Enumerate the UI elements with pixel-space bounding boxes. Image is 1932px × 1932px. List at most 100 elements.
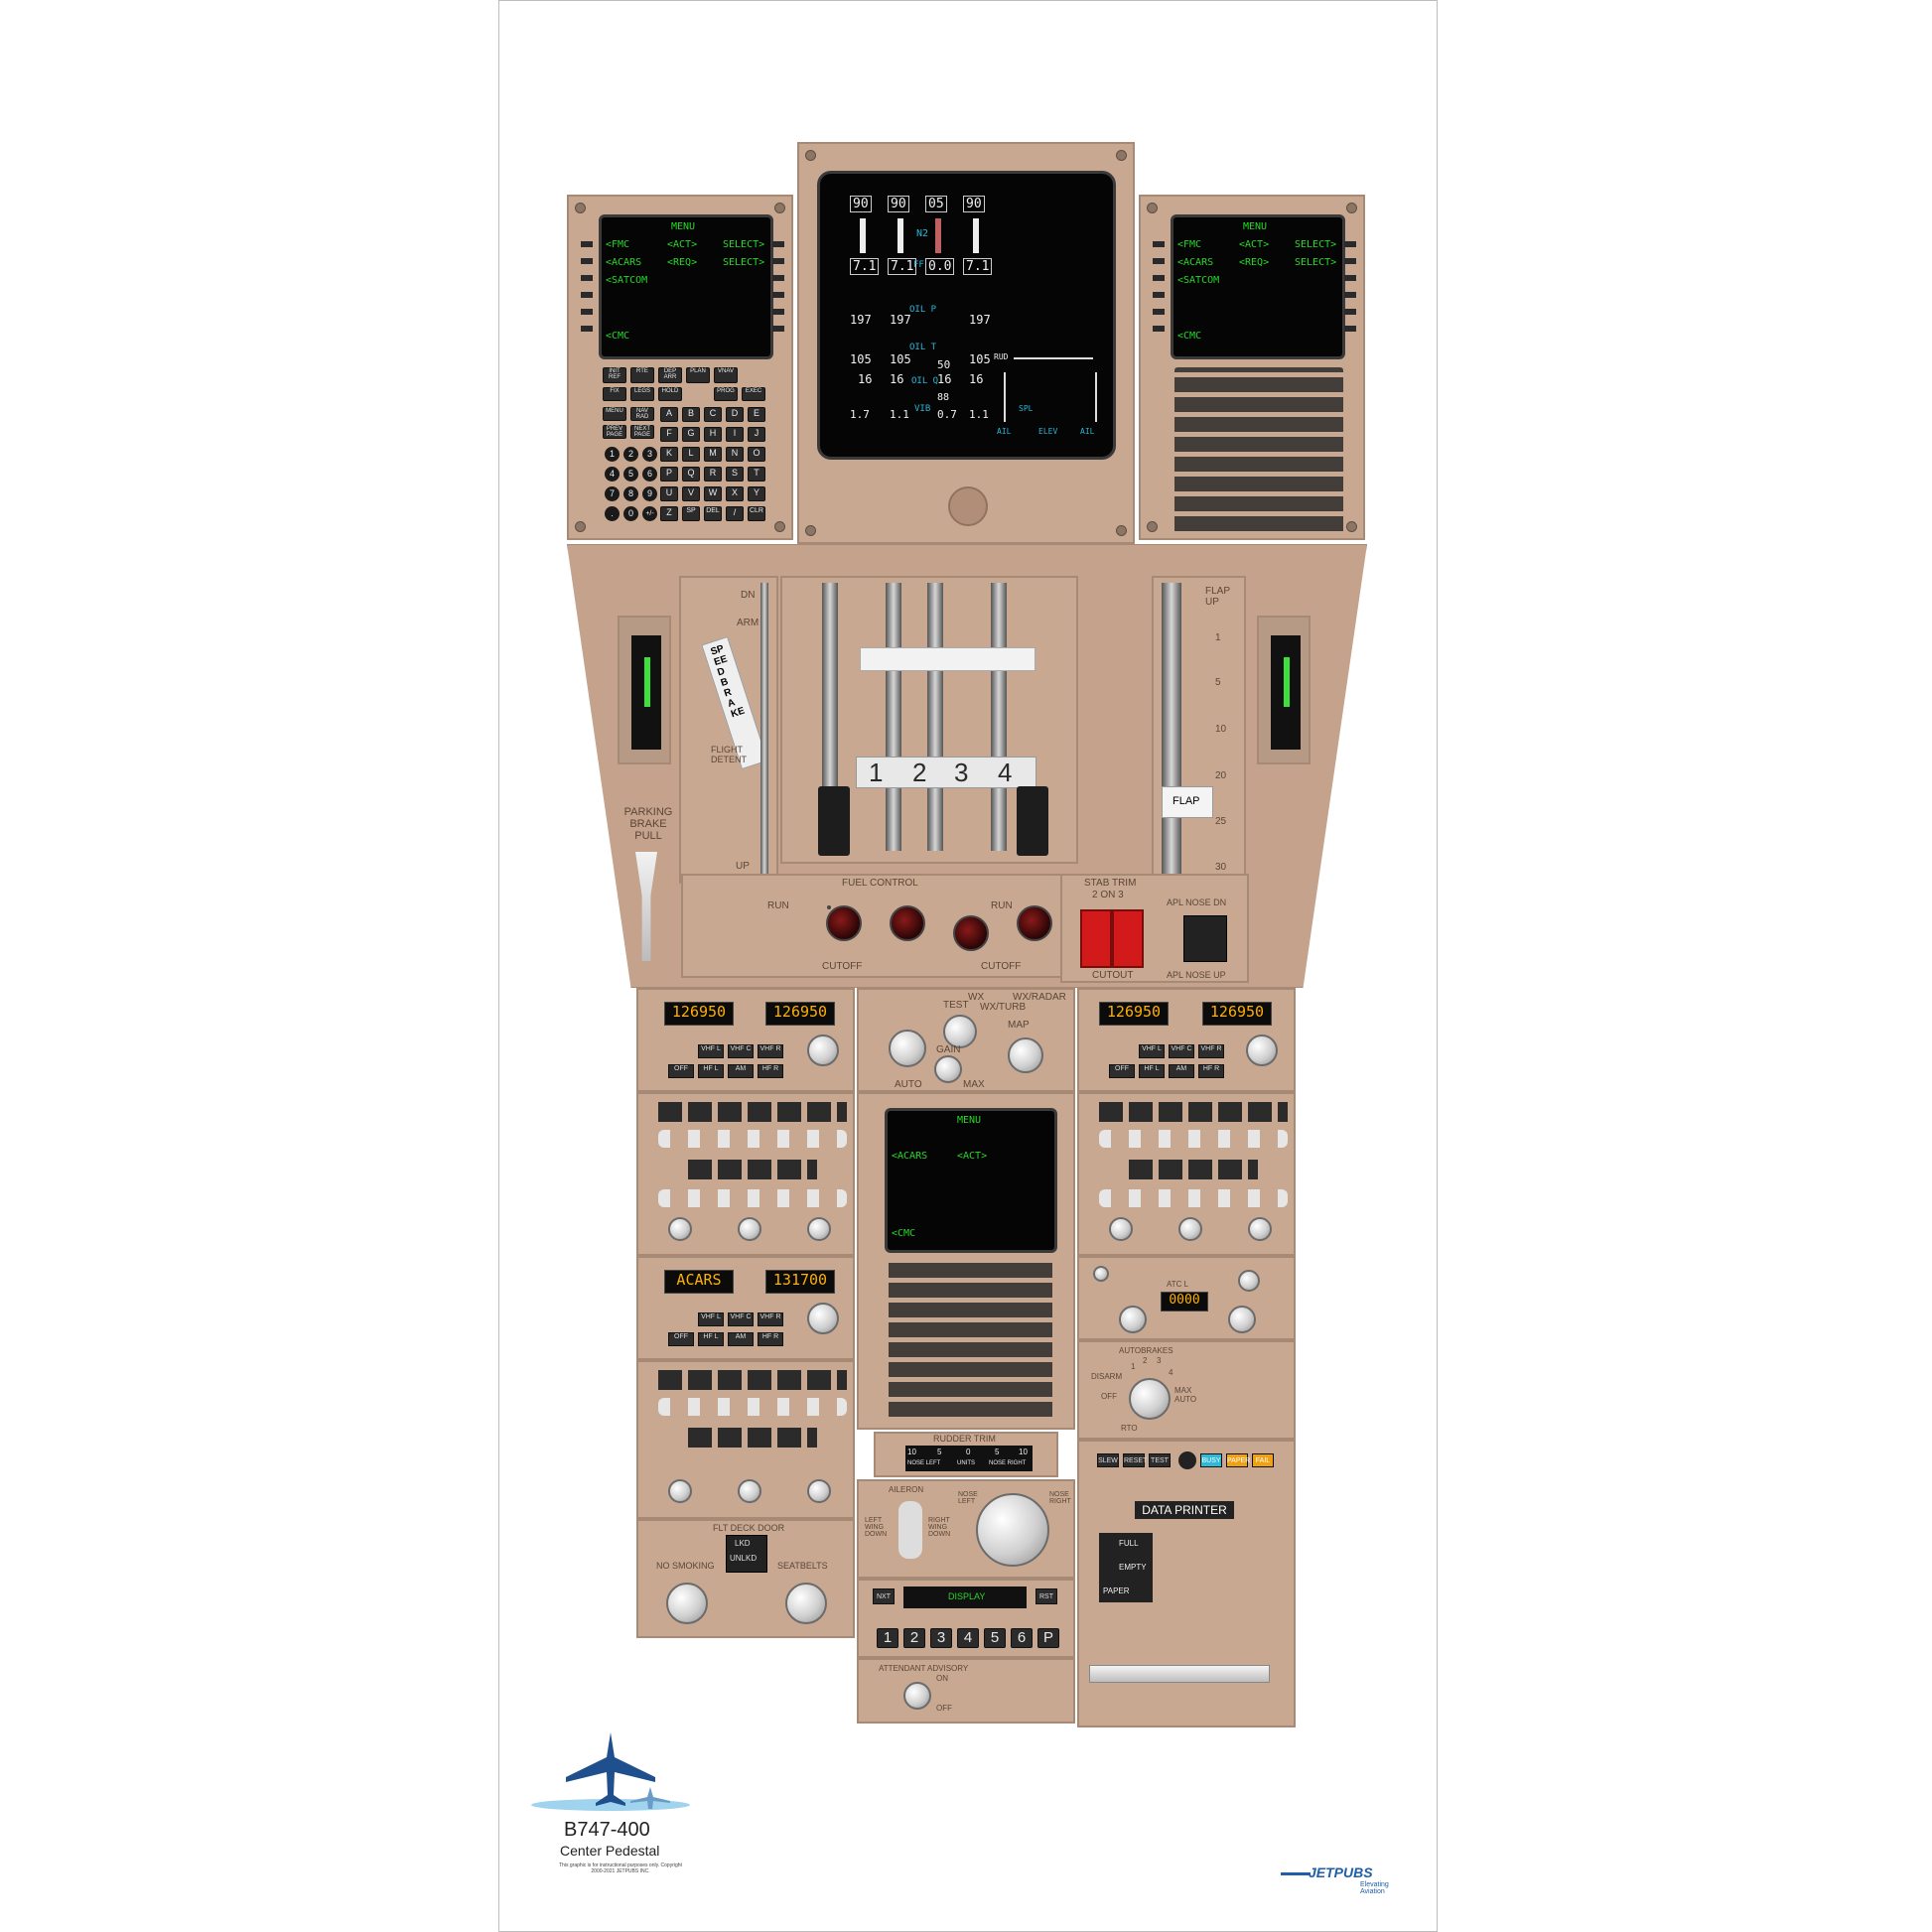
key-c[interactable]: C	[704, 407, 722, 422]
rudder-trim-knob[interactable]	[976, 1493, 1049, 1567]
vhf-l-button-2[interactable]: VHF L	[1139, 1044, 1165, 1058]
key-e[interactable]: E	[748, 407, 765, 422]
key-t[interactable]: T	[748, 467, 765, 482]
fuel-control-switch-2[interactable]	[890, 905, 925, 941]
am-button-3[interactable]: AM	[728, 1332, 754, 1346]
digit-1[interactable]: 1	[605, 447, 620, 462]
digit-9[interactable]: 9	[642, 486, 657, 501]
digit-2[interactable]: 2	[623, 447, 638, 462]
cdu-center-keypad[interactable]	[889, 1258, 1052, 1422]
stab-trim-cutout-switch-2[interactable]	[1080, 909, 1112, 968]
reverser-lever-right[interactable]	[1017, 786, 1048, 856]
display-btn-3[interactable]: 3	[930, 1628, 952, 1648]
cdu-legs[interactable]: LEGS	[630, 387, 654, 401]
digit-7[interactable]: 7	[605, 486, 620, 501]
wx-gain-knob[interactable]	[934, 1055, 962, 1083]
wx-range-knob[interactable]	[889, 1030, 926, 1067]
hf-l-button-2[interactable]: HF L	[1139, 1064, 1165, 1078]
vhf-c-button-3[interactable]: VHF C	[728, 1312, 754, 1326]
am-button-2[interactable]: AM	[1169, 1064, 1194, 1078]
cdu-nav-rad[interactable]: NAV RAD	[630, 407, 654, 421]
fuel-control-switch-1[interactable]	[826, 905, 862, 941]
key-l[interactable]: L	[682, 447, 700, 462]
key-clr[interactable]: CLR	[748, 506, 765, 521]
seatbelts-switch[interactable]	[785, 1583, 827, 1624]
key-s[interactable]: S	[726, 467, 744, 482]
key-z[interactable]: Z	[660, 506, 678, 521]
transponder-mode-knob[interactable]	[1238, 1270, 1260, 1292]
cdu-exec[interactable]: EXEC	[742, 387, 765, 401]
volume-knobs-row-2[interactable]	[658, 1189, 847, 1207]
display-rst-button[interactable]: RST	[1035, 1588, 1057, 1604]
audio-knob-6[interactable]	[807, 1479, 831, 1503]
mic-call-row-3[interactable]	[658, 1370, 847, 1390]
digit-5[interactable]: 5	[623, 467, 638, 482]
digit-dot[interactable]: .	[605, 506, 620, 521]
key-k[interactable]: K	[660, 447, 678, 462]
display-btn-1[interactable]: 1	[877, 1628, 898, 1648]
cdu-right-keypad[interactable]	[1174, 367, 1343, 536]
am-button[interactable]: AM	[728, 1064, 754, 1078]
off-button[interactable]: OFF	[668, 1064, 694, 1078]
key-j[interactable]: J	[748, 427, 765, 442]
fuel-control-1[interactable]	[827, 905, 831, 909]
audio-knob-1[interactable]	[668, 1217, 692, 1241]
mic-call-row-4[interactable]	[688, 1428, 817, 1448]
autobrakes-selector[interactable]	[1129, 1378, 1171, 1420]
volume-knobs-row-6[interactable]	[1099, 1189, 1288, 1207]
audio-knob-8[interactable]	[1178, 1217, 1202, 1241]
wx-tilt-knob[interactable]	[1008, 1037, 1043, 1073]
transponder-code-knob-r[interactable]	[1228, 1306, 1256, 1333]
vhf-l-button-3[interactable]: VHF L	[698, 1312, 724, 1326]
vhf-c-button[interactable]: VHF C	[728, 1044, 754, 1058]
display-btn-4[interactable]: 4	[957, 1628, 979, 1648]
hf-l-button-3[interactable]: HF L	[698, 1332, 724, 1346]
digit-6[interactable]: 6	[642, 467, 657, 482]
digit-8[interactable]: 8	[623, 486, 638, 501]
off-button-3[interactable]: OFF	[668, 1332, 694, 1346]
key-p[interactable]: P	[660, 467, 678, 482]
key-a[interactable]: A	[660, 407, 678, 422]
key-w[interactable]: W	[704, 486, 722, 501]
key-n[interactable]: N	[726, 447, 744, 462]
flap-lever[interactable]: FLAP	[1162, 786, 1213, 818]
transponder-knob-left[interactable]	[1093, 1266, 1109, 1282]
vhf-l-button[interactable]: VHF L	[698, 1044, 724, 1058]
vhf-c-button-2[interactable]: VHF C	[1169, 1044, 1194, 1058]
mic-call-row-2[interactable]	[688, 1160, 817, 1179]
mic-call-row-6[interactable]	[1129, 1160, 1258, 1179]
key-del[interactable]: DEL	[704, 506, 722, 521]
audio-knob-4[interactable]	[668, 1479, 692, 1503]
cdu-prev-page[interactable]: PREV PAGE	[603, 425, 626, 439]
hf-l-button[interactable]: HF L	[698, 1064, 724, 1078]
transponder-code-knob-l[interactable]	[1119, 1306, 1147, 1333]
printer-round-button[interactable]	[1178, 1451, 1196, 1469]
vhf-r-button[interactable]: VHF R	[758, 1044, 783, 1058]
freq-tuning-knob-left[interactable]	[807, 1035, 839, 1066]
key-sp[interactable]: SP	[682, 506, 700, 521]
key-v[interactable]: V	[682, 486, 700, 501]
key-r[interactable]: R	[704, 467, 722, 482]
hf-r-button[interactable]: HF R	[758, 1064, 783, 1078]
no-smoking-switch[interactable]	[666, 1583, 708, 1624]
wx-mode-knob[interactable]	[943, 1015, 977, 1048]
cdu-init-ref[interactable]: INIT REF	[603, 367, 626, 383]
key-f[interactable]: F	[660, 427, 678, 442]
stab-trim-cutout-switch-3[interactable]	[1112, 909, 1144, 968]
key-u[interactable]: U	[660, 486, 678, 501]
digit-plusminus[interactable]: +/-	[642, 506, 657, 521]
key-g[interactable]: G	[682, 427, 700, 442]
freq-tuning-knob-right[interactable]	[1246, 1035, 1278, 1066]
printer-slew-button[interactable]: SLEW	[1097, 1453, 1119, 1467]
display-nxt-button[interactable]: NXT	[873, 1588, 895, 1604]
aileron-trim-switches[interactable]	[898, 1501, 922, 1559]
fuel-control-switch-4[interactable]	[1017, 905, 1052, 941]
cdu-menu[interactable]: MENU	[603, 407, 626, 421]
printer-reset-button[interactable]: RESET	[1123, 1453, 1147, 1467]
audio-knob-2[interactable]	[738, 1217, 761, 1241]
key-slash[interactable]: /	[726, 506, 744, 521]
key-h[interactable]: H	[704, 427, 722, 442]
mic-call-row-1[interactable]	[658, 1102, 847, 1122]
eicas-dimmer-knob[interactable]	[948, 486, 988, 526]
audio-knob-9[interactable]	[1248, 1217, 1272, 1241]
